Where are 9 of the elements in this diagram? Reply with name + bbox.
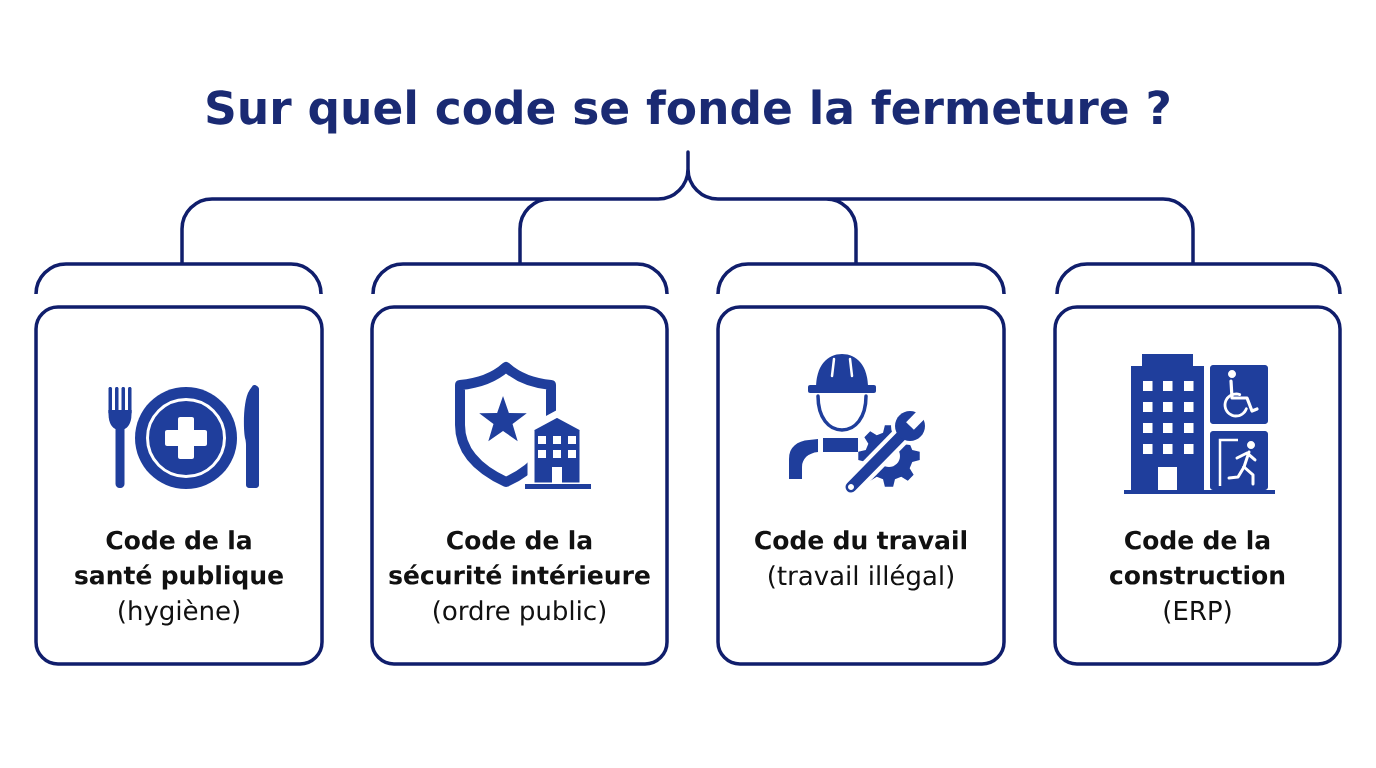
card-subtitle: (hygiène) [119, 599, 239, 626]
card-subtitle: (ERP) [1164, 600, 1231, 624]
title: Sur quel code se fonde la fermeture ? [207, 89, 1169, 134]
card-subtitle: (ordre public) [433, 600, 606, 626]
card-title: Code du travail [755, 530, 966, 550]
card-title: Code de la sécurité intérieure [389, 530, 650, 585]
card-subtitle: (travail illégal) [769, 564, 953, 591]
card-title: Code de la santé publique [75, 530, 283, 590]
card-title: Code de la construction [1110, 530, 1285, 585]
